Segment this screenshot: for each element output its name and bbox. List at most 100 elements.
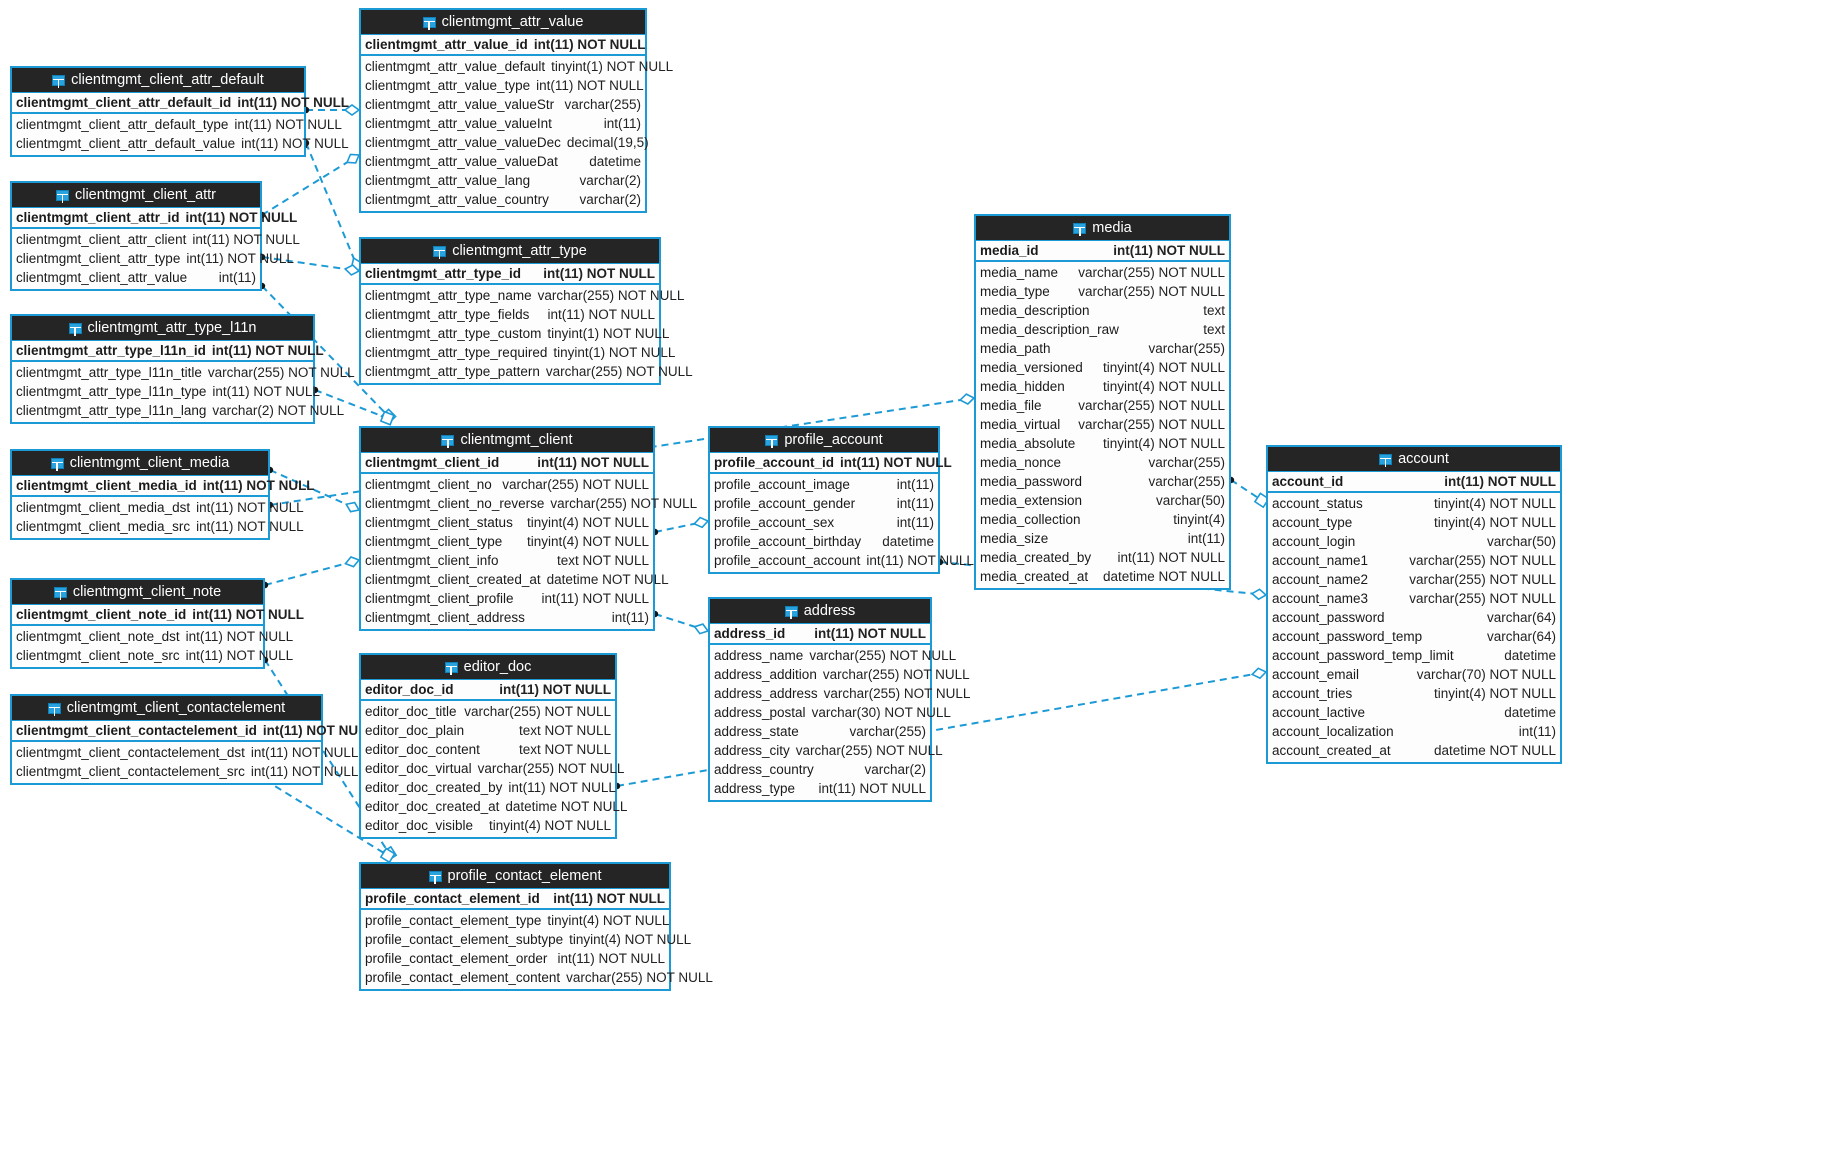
column-name: editor_doc_virtual: [365, 761, 472, 776]
column-type: varchar(255) NOT NULL: [1078, 265, 1225, 280]
table-header[interactable]: profile_account: [710, 428, 938, 452]
relation-line: [261, 154, 360, 216]
column-name: media_created_by: [980, 550, 1092, 565]
column-name: clientmgmt_client_contactelement_dst: [16, 745, 245, 760]
column-name: account_login: [1272, 534, 1356, 549]
column-name: profile_contact_element_subtype: [365, 932, 564, 947]
table-title: clientmgmt_attr_value: [441, 14, 584, 30]
column-type: int(11) NOT NULL: [537, 455, 649, 470]
column-type: int(11) NOT NULL: [185, 648, 294, 663]
column-type: varchar(255) NOT NULL: [537, 288, 685, 303]
column-name: editor_doc_visible: [365, 818, 474, 833]
column-name: clientmgmt_client_attr_id: [16, 210, 180, 225]
column-name: clientmgmt_attr_type_custom: [365, 326, 542, 341]
column-type: int(11): [1518, 724, 1556, 739]
table-header[interactable]: clientmgmt_client_attr: [12, 183, 260, 207]
column-name: clientmgmt_attr_type_l11n_lang: [16, 403, 207, 418]
table-icon: [1379, 453, 1393, 467]
column-name: account_name2: [1272, 572, 1369, 587]
column-name: media_description: [980, 303, 1090, 318]
table-header[interactable]: clientmgmt_client_attr_default: [12, 68, 304, 92]
column-type: text: [1203, 303, 1225, 318]
table-header[interactable]: clientmgmt_client: [361, 428, 653, 452]
table-icon: [47, 702, 61, 716]
table-header[interactable]: clientmgmt_attr_type: [361, 239, 659, 263]
table-title: profile_contact_element: [447, 868, 602, 884]
table-clientmgmt_attr_type[interactable]: clientmgmt_attr_type clientmgmt_attr_type…: [359, 237, 693, 385]
table-clientmgmt_attr_value[interactable]: clientmgmt_attr_value clientmgmt_attr_val…: [359, 8, 673, 213]
column-type: datetime NOT NULL: [1433, 743, 1556, 758]
column-type: varchar(30) NOT NULL: [811, 705, 951, 720]
column-name: account_password_temp_limit: [1272, 648, 1454, 663]
column-type: tinyint(1) NOT NULL: [551, 59, 674, 74]
table-header[interactable]: account: [1268, 447, 1560, 471]
column-type: varchar(255) NOT NULL: [1078, 417, 1225, 432]
table-profile_contact_element[interactable]: profile_contact_element profile_contact_e…: [359, 862, 713, 991]
table-header[interactable]: clientmgmt_client_contactelement: [12, 696, 321, 720]
column-row: clientmgmt_client_note_src int(11) NOT NU…: [12, 646, 293, 665]
column-name: clientmgmt_attr_value_valueInt: [365, 116, 552, 131]
table-icon: [433, 245, 447, 259]
column-type: datetime NOT NULL: [1102, 569, 1225, 584]
table-clientmgmt_client_contactelement[interactable]: clientmgmt_client_contactelement clientmg…: [10, 694, 375, 785]
column-name: clientmgmt_client_note_id: [16, 607, 187, 622]
column-type: varchar(255): [1148, 455, 1225, 470]
column-name: media_password: [980, 474, 1083, 489]
table-clientmgmt_client_attr[interactable]: clientmgmt_client_attr clientmgmt_client_…: [10, 181, 300, 291]
table-header[interactable]: clientmgmt_client_media: [12, 451, 268, 475]
table-title: media: [1092, 220, 1132, 236]
column-type: varchar(70) NOT NULL: [1416, 667, 1556, 682]
column-type: varchar(64): [1486, 610, 1556, 625]
column-type: int(11) NOT NULL: [1117, 550, 1225, 565]
table-title: clientmgmt_client_attr: [74, 187, 217, 203]
table-header[interactable]: editor_doc: [361, 655, 615, 679]
column-name: media_extension: [980, 493, 1083, 508]
table-header[interactable]: clientmgmt_client_note: [12, 580, 263, 604]
column-type: int(11) NOT NULL: [185, 210, 298, 225]
column-type: varchar(255) NOT NULL: [464, 704, 611, 719]
column-name: clientmgmt_client_note_src: [16, 648, 180, 663]
table-clientmgmt_client_note[interactable]: clientmgmt_client_note clientmgmt_client_…: [10, 578, 304, 669]
column-name: clientmgmt_client_address: [365, 610, 525, 625]
column-name: media_created_at: [980, 569, 1089, 584]
table-header[interactable]: media: [976, 216, 1229, 240]
column-type: varchar(255) NOT NULL: [502, 477, 649, 492]
column-name: media_versioned: [980, 360, 1083, 375]
column-type: tinyint(1) NOT NULL: [547, 326, 670, 341]
table-header[interactable]: address: [710, 599, 930, 623]
table-header[interactable]: clientmgmt_attr_value: [361, 10, 645, 34]
table-clientmgmt_attr_type_l11n[interactable]: clientmgmt_attr_type_l11n clientmgmt_attr…: [10, 314, 355, 424]
column-name: address_id: [714, 626, 786, 641]
table-header[interactable]: clientmgmt_attr_type_l11n: [12, 316, 313, 340]
column-type: datetime: [882, 534, 934, 549]
table-title: profile_account: [784, 432, 883, 448]
column-type: varchar(255) NOT NULL: [795, 743, 943, 758]
table-header[interactable]: profile_contact_element: [361, 864, 669, 888]
